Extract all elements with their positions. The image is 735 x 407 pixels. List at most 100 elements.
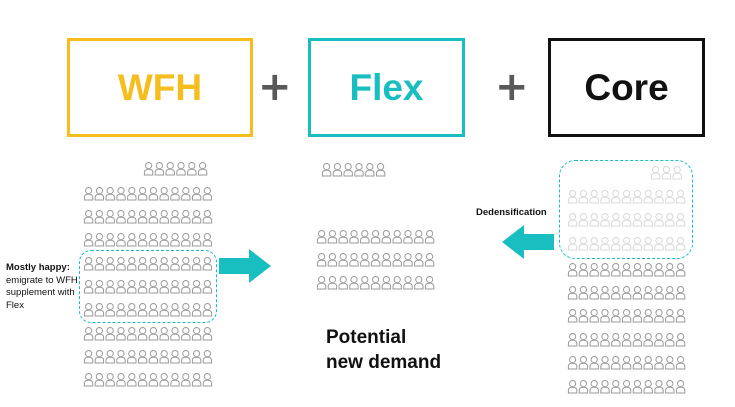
person-icon xyxy=(105,303,115,317)
person-icon xyxy=(589,213,599,227)
person-icon xyxy=(621,263,632,277)
person-icon xyxy=(170,327,180,341)
person-icon xyxy=(567,309,578,323)
person-icon xyxy=(327,276,338,290)
person-icon xyxy=(181,303,191,317)
person-icon xyxy=(665,380,675,394)
person-icon xyxy=(643,380,653,394)
person-icon xyxy=(600,263,610,277)
person-icon xyxy=(191,257,202,271)
person-icon xyxy=(327,253,338,267)
person-icon xyxy=(116,373,126,387)
person-icon xyxy=(589,286,599,300)
person-icon xyxy=(665,333,675,347)
person-icon xyxy=(181,210,191,224)
person-icon xyxy=(116,350,126,364)
person-icon xyxy=(578,190,589,204)
person-icon xyxy=(159,373,169,387)
person-icon xyxy=(370,276,381,290)
person-icon xyxy=(654,333,664,347)
person-icon xyxy=(159,327,169,341)
person-icon xyxy=(632,309,643,323)
person-icon xyxy=(148,233,159,247)
flex-label: Flex xyxy=(349,66,424,108)
person-icon xyxy=(632,380,643,394)
person-icon xyxy=(567,213,578,227)
person-icon xyxy=(181,187,191,201)
person-icon xyxy=(360,230,370,244)
person-icon xyxy=(170,257,180,271)
person-icon xyxy=(403,230,413,244)
person-icon xyxy=(675,213,686,227)
person-icon xyxy=(159,280,169,294)
person-icon xyxy=(578,356,589,370)
person-icon xyxy=(600,309,610,323)
person-icon xyxy=(321,163,332,177)
mostly-happy-title: Mostly happy: xyxy=(6,262,70,273)
person-icon xyxy=(621,333,632,347)
person-icon xyxy=(632,263,643,277)
person-icon xyxy=(403,253,413,267)
person-icon xyxy=(600,380,610,394)
person-icon xyxy=(392,230,402,244)
person-icon xyxy=(632,213,643,227)
person-icon xyxy=(611,333,621,347)
person-icon xyxy=(665,309,675,323)
wfh-highlight-region xyxy=(79,250,217,323)
person-icon xyxy=(589,237,599,251)
person-icon xyxy=(116,280,126,294)
person-icon xyxy=(621,190,632,204)
person-icon xyxy=(94,327,105,341)
person-icon xyxy=(370,230,381,244)
person-icon xyxy=(665,237,675,251)
person-icon xyxy=(105,327,115,341)
person-icon xyxy=(116,257,126,271)
person-icon xyxy=(170,303,180,317)
person-icon xyxy=(611,237,621,251)
person-icon xyxy=(181,350,191,364)
person-icon xyxy=(165,162,175,176)
person-icon xyxy=(148,373,159,387)
wfh-box: WFH xyxy=(67,38,253,137)
person-icon xyxy=(148,257,159,271)
person-icon xyxy=(191,373,202,387)
person-icon xyxy=(578,333,589,347)
person-icon xyxy=(191,187,202,201)
person-icon xyxy=(589,380,599,394)
person-icon xyxy=(338,276,348,290)
person-icon xyxy=(370,253,381,267)
person-icon xyxy=(675,333,686,347)
person-icon xyxy=(611,309,621,323)
person-icon xyxy=(332,163,343,177)
person-icon xyxy=(611,286,621,300)
person-icon xyxy=(567,356,578,370)
person-icon xyxy=(137,327,148,341)
arrow-left-icon xyxy=(502,225,554,259)
person-icon xyxy=(381,230,392,244)
person-icon xyxy=(600,356,610,370)
person-icon xyxy=(159,210,169,224)
person-icon xyxy=(127,210,137,224)
person-icon xyxy=(191,303,202,317)
new-demand-label: new demand xyxy=(326,352,442,373)
person-icon xyxy=(105,233,115,247)
person-icon xyxy=(567,286,578,300)
person-icon xyxy=(349,276,359,290)
person-icon xyxy=(654,286,664,300)
person-icon xyxy=(654,263,664,277)
person-icon xyxy=(176,162,186,176)
core-label: Core xyxy=(584,66,669,108)
person-icon xyxy=(137,187,148,201)
person-icon xyxy=(632,237,643,251)
person-icon xyxy=(654,213,664,227)
person-icon xyxy=(589,263,599,277)
person-icon xyxy=(191,233,202,247)
person-icon xyxy=(127,373,137,387)
person-icon xyxy=(202,280,213,294)
plus-sign-1: + xyxy=(258,64,292,110)
person-icon xyxy=(665,213,675,227)
person-icon xyxy=(567,333,578,347)
person-icon xyxy=(643,286,653,300)
person-icon xyxy=(202,373,213,387)
